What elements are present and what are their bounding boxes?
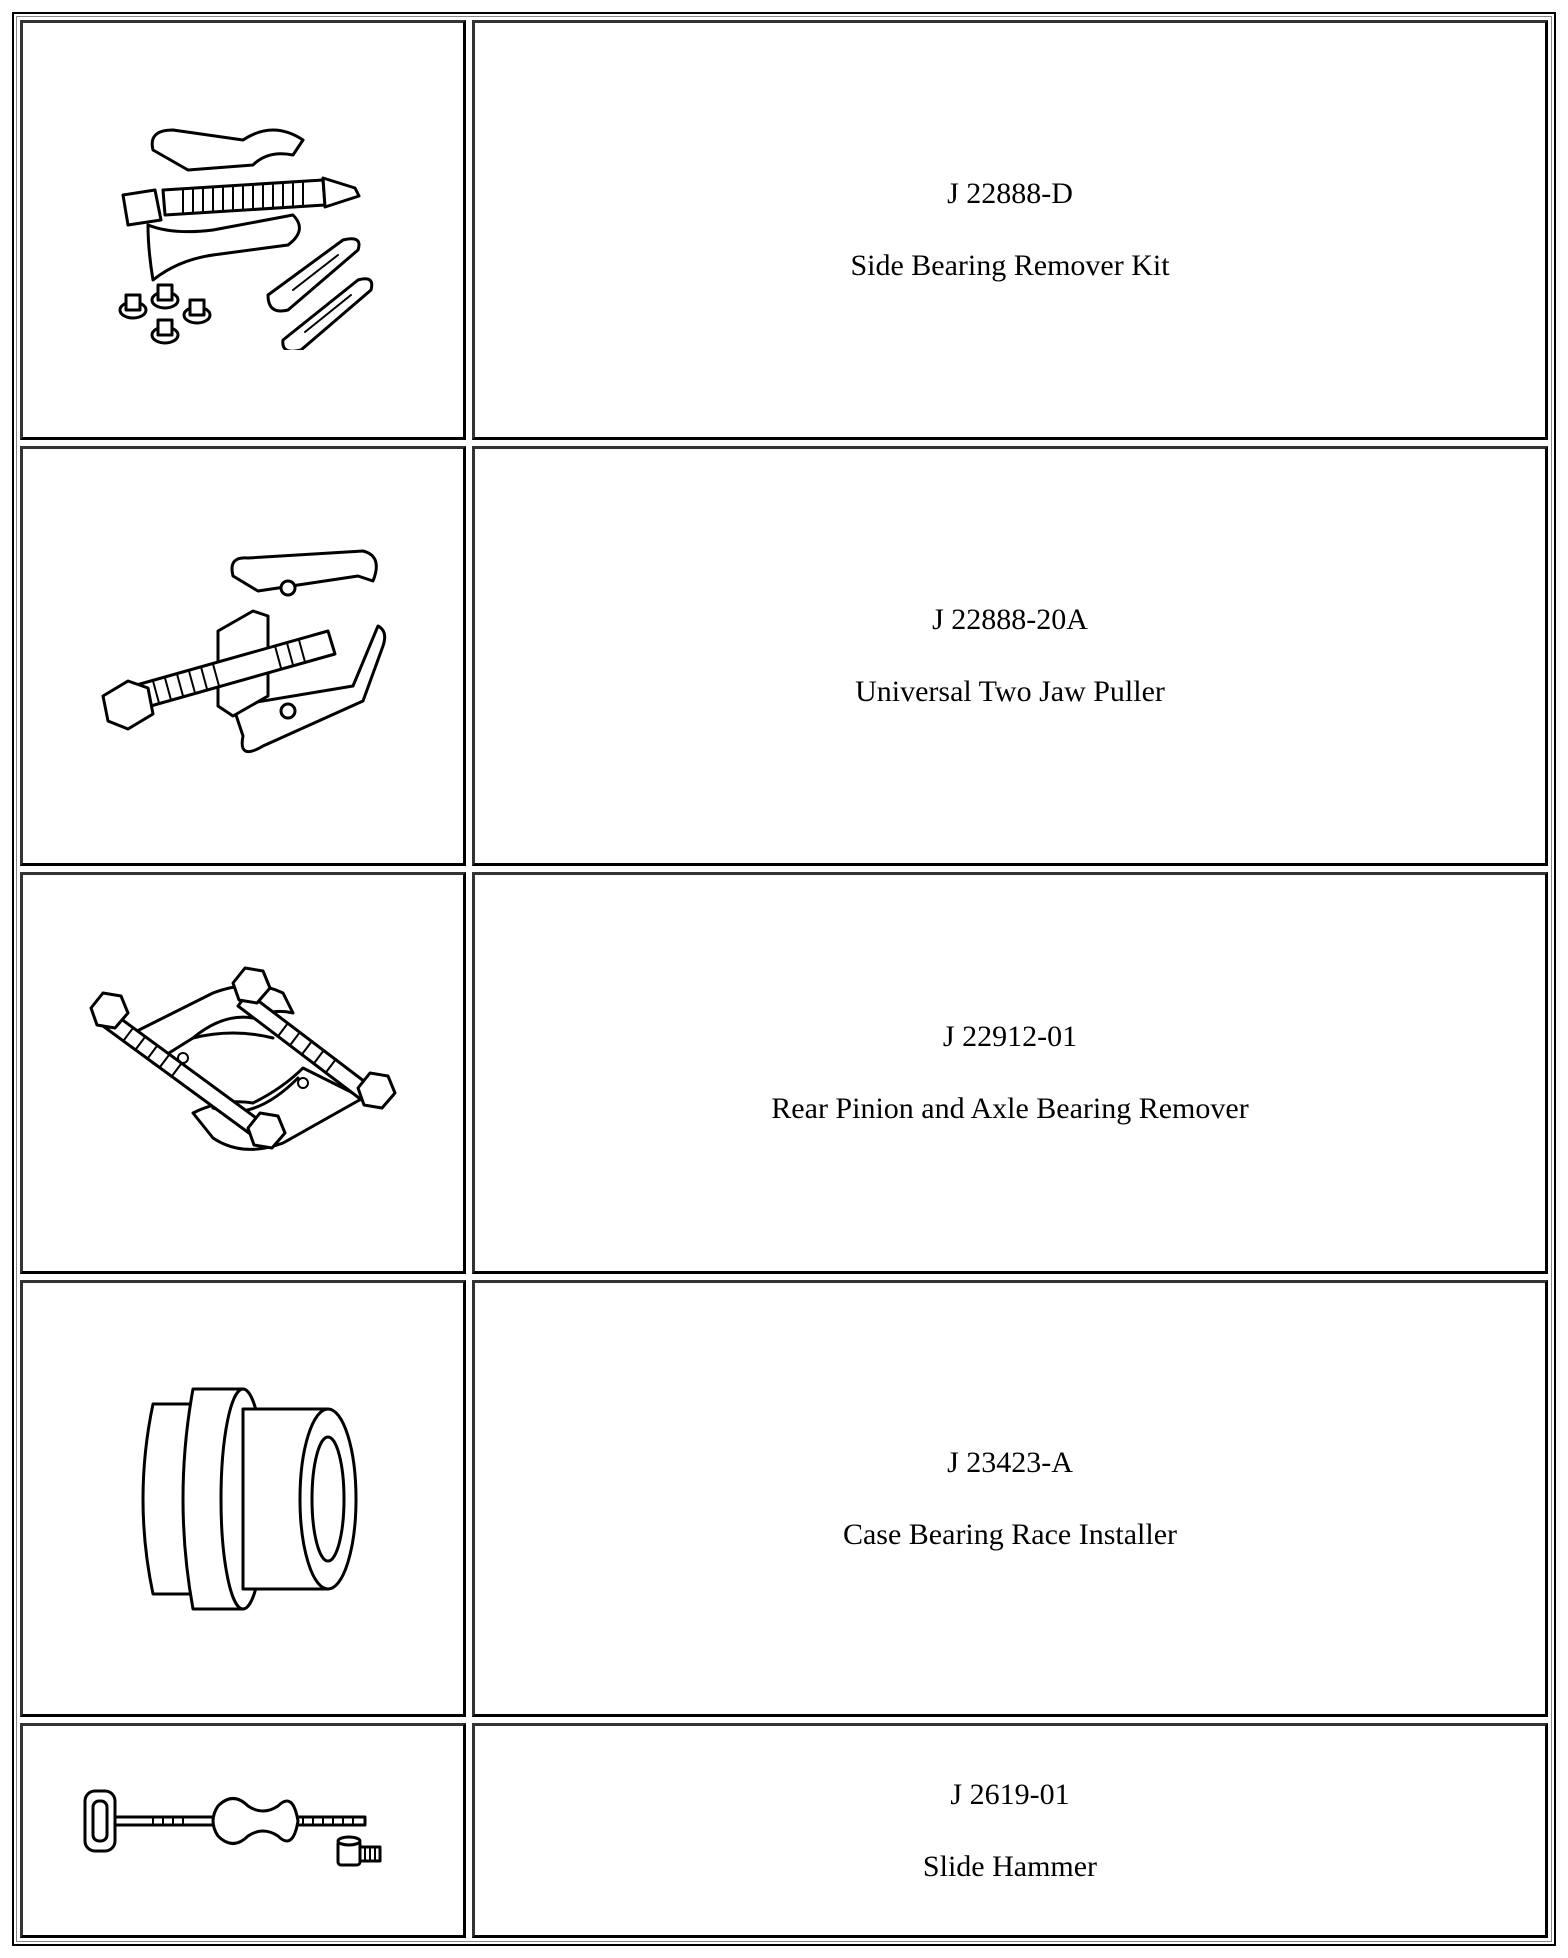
tool-text-cell: J 22912-01 Rear Pinion and Axle Bearing … [472, 871, 1548, 1275]
tool-number: J 22912-01 [942, 1019, 1078, 1053]
table-row: J 23423-A Case Bearing Race Installer [20, 1280, 1548, 1717]
side-bearing-remover-kit-illustration [118, 128, 374, 350]
table-frame [12, 12, 1556, 1946]
tool-image-cell [20, 871, 466, 1275]
tool-number: J 22888-D [947, 176, 1073, 210]
tool-name: Slide Hammer [922, 1849, 1098, 1883]
tool-number: J 23423-A [947, 1445, 1073, 1479]
tool-text-cell: J 22888-D Side Bearing Remover Kit [472, 20, 1548, 440]
tool-name: Universal Two Jaw Puller [855, 674, 1165, 708]
tool-name: Rear Pinion and Axle Bearing Remover [771, 1091, 1249, 1125]
slide-hammer-illustration [83, 1789, 382, 1866]
tool-image-cell [20, 20, 466, 440]
tool-name: Case Bearing Race Installer [842, 1517, 1178, 1551]
race-installer-illustration [141, 1387, 358, 1611]
two-jaw-puller-illustration [101, 549, 387, 753]
tool-text-cell: J 2619-01 Slide Hammer [472, 1723, 1548, 1938]
tool-text-cell: J 23423-A Case Bearing Race Installer [472, 1280, 1548, 1717]
tool-image-cell [20, 1280, 466, 1717]
tool-name: Side Bearing Remover Kit [850, 248, 1170, 282]
tool-image-cell [20, 445, 466, 866]
tool-number: J 22888-20A [932, 602, 1088, 636]
table-row: J 22912-01 Rear Pinion and Axle Bearing … [20, 871, 1548, 1275]
tool-text-cell: J 22888-20A Universal Two Jaw Puller [472, 445, 1548, 866]
table-row: J 22888-20A Universal Two Jaw Puller [20, 445, 1548, 866]
bearing-separator-illustration [89, 966, 397, 1151]
tool-image-cell [20, 1723, 466, 1938]
special-tools-table: J 22888-D Side Bearing Remover Kit [14, 14, 1554, 1944]
tool-number: J 2619-01 [950, 1777, 1070, 1811]
table-row: J 2619-01 Slide Hammer [20, 1723, 1548, 1938]
table-row: J 22888-D Side Bearing Remover Kit [20, 20, 1548, 440]
